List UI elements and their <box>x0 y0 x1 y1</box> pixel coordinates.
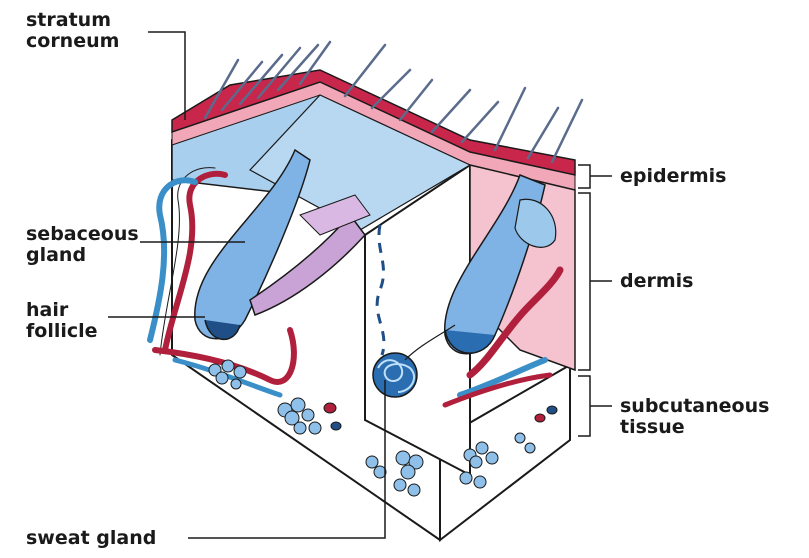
label-dermis: dermis <box>620 271 693 292</box>
label-hair-line1: hair <box>26 300 98 321</box>
label-stratum-corneum-line1: stratum <box>26 10 119 31</box>
label-hair-line2: follicle <box>26 321 98 342</box>
label-hair-follicle: hair follicle <box>26 300 98 342</box>
label-epidermis: epidermis <box>620 166 726 187</box>
label-stratum-corneum: stratum corneum <box>26 10 119 52</box>
label-subcutaneous-tissue: subcutaneous tissue <box>620 396 769 438</box>
label-sebaceous-line1: sebaceous <box>26 224 139 245</box>
label-subcutaneous-line2: tissue <box>620 417 769 438</box>
label-sweat-gland: sweat gland <box>26 528 156 549</box>
sweat-gland-coil <box>373 353 417 397</box>
label-sebaceous-gland: sebaceous gland <box>26 224 139 266</box>
label-stratum-corneum-line2: corneum <box>26 31 119 52</box>
label-subcutaneous-line1: subcutaneous <box>620 396 769 417</box>
label-sebaceous-line2: gland <box>26 245 139 266</box>
